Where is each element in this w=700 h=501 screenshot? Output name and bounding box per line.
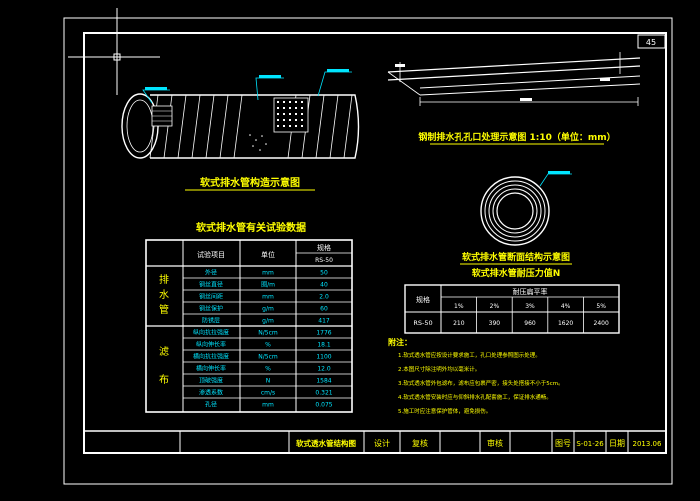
table-cell-value: 1776 [316,330,331,337]
pressure-table: 规格 耐压扁平率 RS-50 1% 210 2% 390 3% 960 4% 1620 5% 24… [404,284,620,334]
cross-section-title: 软式排水管断面结构示意图 [462,251,570,263]
table-cell-unit: % [265,342,271,349]
pressure-col-header: 2% [490,303,500,310]
table-cell-item: 顶破强度 [199,377,223,385]
table-cell-value: 40 [320,282,328,289]
table-cell-value: 18.1 [317,342,331,349]
table-cell-item: 防锈层 [202,317,220,325]
pressure-value: 2400 [594,320,609,327]
pressure-flatness-label: 耐压扁平率 [513,287,548,296]
header-spec: 规格 [317,243,331,252]
note-line: 5.施工时应注意保护管体，避免损伤。 [398,407,491,415]
table-cell-unit: % [265,366,271,373]
pressure-spec-label: 规格 [416,295,430,304]
table-cell-item: 钢丝间距 [199,293,223,301]
pressure-value: 1620 [558,320,573,327]
table-cell-value: 50 [320,270,328,277]
table-cell-unit: mm [262,294,274,301]
pressure-value: 210 [453,320,465,327]
table-cell-unit: N/5cm [258,330,278,337]
pipe-structure-title: 软式排水管构造示意图 [200,176,300,189]
note-line: 4.软式透水管安装时应与仰斜排水孔配套施工，保证排水通畅。 [398,393,552,401]
pipe-structure-view [121,69,360,159]
page-number-box [637,34,666,49]
approve-label: 审核 [487,438,503,448]
header-spec-value: RS-50 [315,257,333,264]
group-label-filter-char2: 布 [159,374,169,386]
notes-block: 1.软式透水管应按设计要求施工，孔口处理参照图示处理。 2.本图尺寸除注明外均以毫… [398,351,564,415]
drawing-no: S-01-26 [576,440,604,448]
group-label-filter-char1: 滤 [159,345,169,358]
date-label: 日期 [609,439,625,448]
pressure-row-label: RS-50 [413,319,432,327]
table-cell-value: 60 [320,306,328,313]
table-cell-unit: N [266,378,271,385]
table-cell-item: 纵向伸长率 [196,341,226,349]
table-cell-value: 0.321 [315,390,332,397]
note-line: 1.软式透水管应按设计要求施工，孔口处理参照图示处理。 [398,351,541,359]
pressure-value: 960 [524,320,536,327]
table-cell-value: 1100 [316,354,331,361]
pressure-value: 390 [489,320,501,327]
test-data-table: 试验项目 单位 规格 RS-50 排 水 管 滤 布 外径 mm 50 钢丝直径 圈/m… [145,239,353,413]
drill-hole-view [387,52,641,106]
table-cell-value: 12.0 [317,366,331,373]
page-number: 45 [646,38,656,47]
title-block [84,430,666,453]
table-cell-value: 2.0 [319,294,329,301]
pressure-col-header: 5% [596,303,606,310]
pressure-col-header: 3% [525,303,535,310]
design-label: 设计 [374,438,390,448]
table-cell-item: 横向抗拉强度 [193,353,229,361]
table-cell-item: 孔径 [205,401,217,409]
drawing-no-label: 图号 [555,439,571,448]
header-unit: 单位 [261,250,275,259]
table-cell-unit: g/m [262,306,274,313]
table-cell-value: 1584 [316,378,331,385]
table-cell-unit: 圈/m [261,282,275,289]
group-label-pipe-char1: 排 [159,273,169,286]
table-cell-unit: g/m [262,318,274,325]
table-cell-unit: mm [262,402,274,409]
drill-hole-title: 钢制排水孔孔口处理示意图 1:10（单位：mm） [418,131,615,143]
pressure-col-header: 1% [454,303,464,310]
date-value: 2013.06 [633,440,662,448]
drawing-name: 软式透水管结构图 [296,438,356,448]
pipe-cross-section-view [480,171,572,246]
table-cell-item: 横向伸长率 [196,365,226,373]
header-test-item: 试验项目 [197,250,225,259]
table-cell-value: 0.075 [315,402,332,409]
review-label: 复核 [412,438,428,448]
note-line: 3.软式透水管外包滤布，滤布应包裹严密，接头处搭接不小于5cm。 [398,379,564,387]
table-cell-unit: N/5cm [258,354,278,361]
table-cell-unit: mm [262,270,274,277]
sheet-outer-border [63,17,673,485]
notes-title: 附注： [388,337,412,347]
table-cell-item: 渗透系数 [199,389,223,397]
note-line: 2.本图尺寸除注明外均以毫米计。 [398,365,480,373]
table-cell-item: 钢丝保护 [199,305,223,313]
table-cell-unit: cm/s [261,390,275,397]
cad-cursor-crosshair [68,8,160,95]
table-cell-item: 钢丝直径 [199,281,223,289]
table-cell-item: 外径 [205,269,217,277]
group-label-pipe-char3: 管 [159,303,169,316]
drawing-frame [83,32,667,454]
group-label-pipe-char2: 水 [159,289,169,301]
test-table-title: 软式排水管有关试验数据 [196,221,306,234]
table-cell-item: 纵向抗拉强度 [193,329,229,337]
pressure-col-header: 4% [561,303,571,310]
pressure-table-title: 软式排水管耐压力值N [472,267,561,279]
table-cell-value: 417 [318,318,330,325]
